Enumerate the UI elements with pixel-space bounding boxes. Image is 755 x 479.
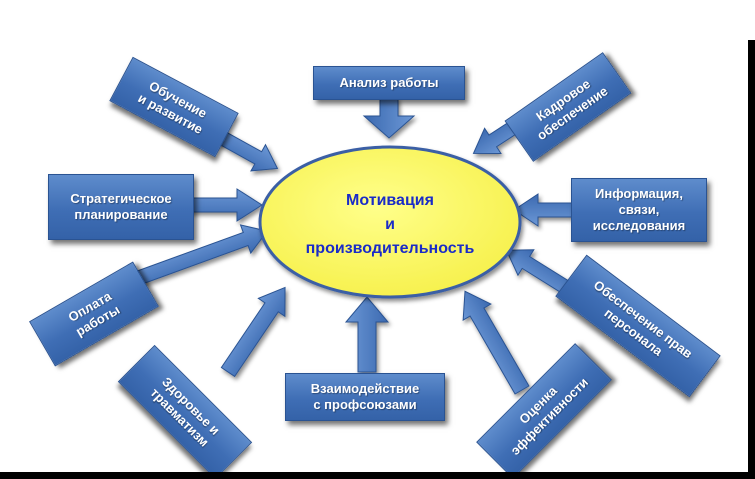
arrow-evaluation	[462, 290, 530, 395]
arrow-health	[220, 286, 286, 378]
node-job-analysis: Анализ работы	[313, 66, 465, 100]
center-label: Мотивация и производительность	[305, 192, 475, 257]
frame-edge-bottom	[0, 472, 755, 479]
frame-edge-right	[748, 40, 755, 479]
node-strategic-planning: Стратегическое планирование	[48, 174, 194, 240]
arrow-job-analysis	[362, 97, 416, 139]
arrow-unions	[344, 296, 390, 373]
center-ellipse	[258, 145, 522, 299]
node-info-research: Информация, связи, исследования	[571, 178, 707, 242]
node-unions: Взаимодействие с профсоюзами	[285, 373, 445, 421]
